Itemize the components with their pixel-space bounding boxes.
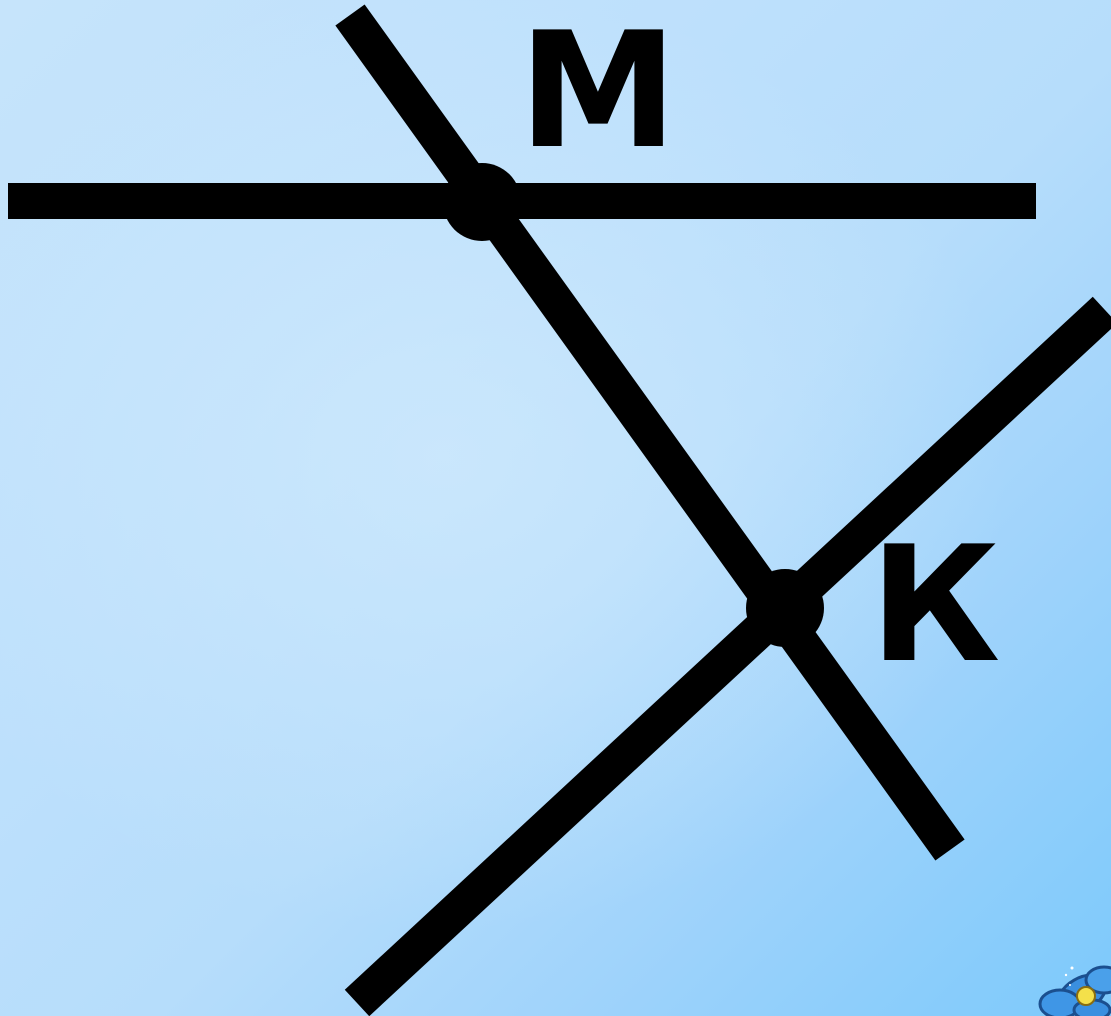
line-k-diagonal bbox=[344, 296, 1111, 1016]
point-k-label: К bbox=[870, 511, 1001, 698]
point-m-label: М bbox=[518, 0, 677, 184]
flower-icon bbox=[1038, 965, 1111, 1016]
line-mk bbox=[335, 4, 965, 861]
point-k bbox=[746, 569, 824, 647]
point-m bbox=[443, 163, 521, 241]
